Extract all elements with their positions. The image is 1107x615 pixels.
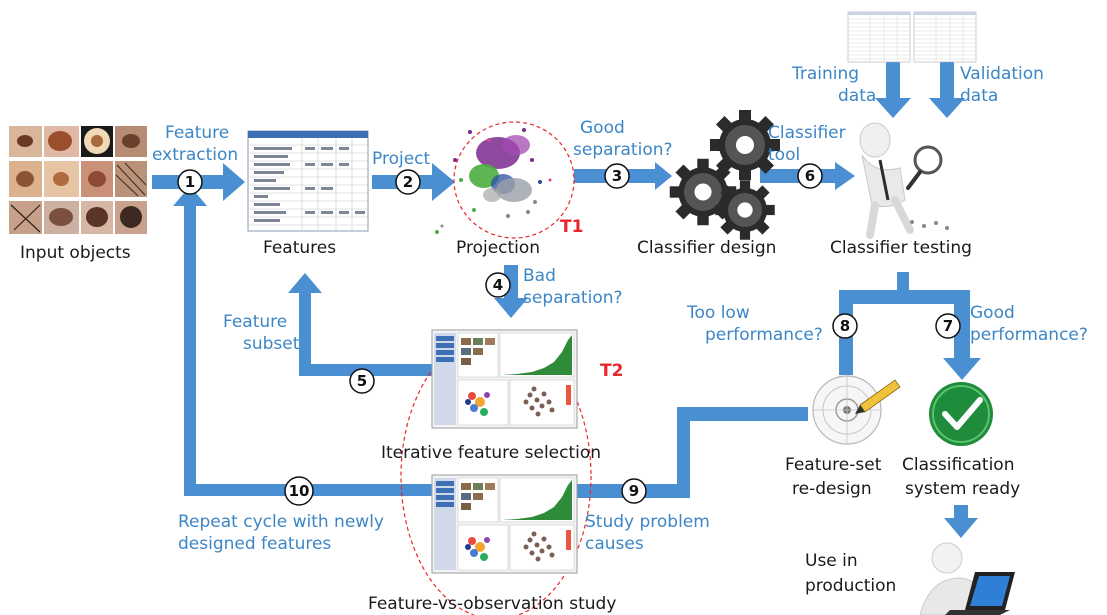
step-badge-4 — [485, 272, 511, 298]
good-separation-label-1: Good — [580, 118, 625, 138]
feature-subset-label-2: subset — [243, 334, 300, 354]
use-in-production-label-2: production — [805, 576, 896, 596]
arrow-step-9 — [576, 407, 808, 498]
validation-data-label-1: Validation — [960, 64, 1044, 84]
arrow-step-5 — [288, 273, 432, 376]
step-number-10: 10 — [289, 482, 310, 500]
classification-ready-label-1: Classification — [902, 455, 1014, 475]
iterative-feature-selection-label: Iterative feature selection — [381, 443, 601, 463]
arrow-training-data — [875, 62, 911, 118]
feature-extraction-label-2: extraction — [152, 145, 238, 165]
inspector-figure-icon — [859, 122, 949, 239]
data-table-icon — [913, 11, 977, 63]
step-badge-10 — [284, 476, 314, 506]
step-number-9: 9 — [629, 482, 639, 500]
data-table-icon — [847, 11, 911, 63]
study-problem-label-2: causes — [585, 534, 644, 554]
training-data-label-2: data — [838, 86, 876, 106]
project-label: Project — [372, 149, 430, 169]
classification-ready-label-2: system ready — [905, 479, 1020, 499]
feature-set-redesign-label-2: re-design — [792, 479, 872, 499]
classifier-testing-label: Classifier testing — [830, 238, 972, 258]
too-low-performance-label-2: performance? — [705, 325, 823, 345]
good-performance-label-1: Good — [970, 303, 1015, 323]
step-badges: 1 2 3 4 5 6 7 8 9 10 — [177, 163, 961, 506]
arrow-step-4 — [494, 265, 528, 318]
step-badge-8 — [832, 313, 858, 339]
step-number-6: 6 — [805, 167, 815, 185]
t2-region — [400, 332, 592, 615]
software-screenshot-icon — [431, 474, 578, 574]
step-number-3: 3 — [612, 167, 622, 185]
step-badge-2 — [395, 169, 421, 195]
classifier-tool-label-2: tool — [768, 145, 800, 165]
feature-vs-observation-label: Feature-vs-observation study — [368, 594, 616, 614]
step-badge-7 — [935, 313, 961, 339]
repeat-cycle-label-1: Repeat cycle with newly — [178, 512, 384, 532]
repeat-cycle-label-2: designed features — [178, 534, 331, 554]
study-problem-label-1: Study problem — [585, 512, 710, 532]
input-objects-label: Input objects — [20, 243, 131, 263]
protractor-icon — [812, 375, 882, 445]
features-label: Features — [263, 238, 336, 258]
step-number-4: 4 — [493, 276, 503, 294]
bad-separation-label-2: separation? — [523, 288, 623, 308]
projection-label: Projection — [456, 238, 540, 258]
too-low-performance-label-1: Too low — [686, 303, 750, 323]
arrow-validation-data — [929, 62, 965, 118]
training-data-label-1: Training — [791, 64, 859, 84]
checkmark-icon — [929, 382, 993, 446]
feature-table-icon — [247, 130, 369, 232]
feature-set-redesign-label-1: Feature-set — [785, 455, 882, 475]
magnifier-icon — [906, 145, 943, 190]
arrow-to-production — [944, 505, 978, 538]
t1-region — [453, 121, 575, 239]
good-separation-label-2: separation? — [573, 140, 673, 160]
good-performance-label-2: performance? — [970, 325, 1088, 345]
step-badge-5 — [349, 368, 375, 394]
split-connector — [839, 272, 981, 380]
classifier-design-label: Classifier design — [637, 238, 776, 258]
task-t2-label: T2 — [600, 361, 623, 381]
bad-separation-label-1: Bad — [523, 266, 556, 286]
step-badge-9 — [621, 478, 647, 504]
step-number-5: 5 — [357, 372, 367, 390]
step-badge-6 — [797, 163, 823, 189]
user-laptop-icon — [919, 542, 1015, 615]
feature-subset-label-1: Feature — [223, 312, 287, 332]
step-badge-3 — [604, 163, 630, 189]
pencil-icon — [855, 379, 901, 414]
connectors — [152, 62, 981, 538]
software-screenshot-icon — [431, 329, 578, 429]
feature-extraction-label-1: Feature — [165, 123, 229, 143]
validation-data-label-2: data — [960, 86, 998, 106]
step-number-8: 8 — [840, 317, 850, 335]
task-t1-label: T1 — [560, 217, 583, 237]
step-badge-1 — [177, 169, 203, 195]
step-number-1: 1 — [185, 173, 195, 191]
classifier-tool-label-1: Classifier — [768, 123, 846, 143]
scatterplot-icon — [435, 121, 575, 239]
use-in-production-label-1: Use in — [805, 551, 858, 571]
input-objects-grid — [9, 126, 147, 234]
step-number-2: 2 — [403, 173, 413, 191]
step-number-7: 7 — [943, 317, 953, 335]
